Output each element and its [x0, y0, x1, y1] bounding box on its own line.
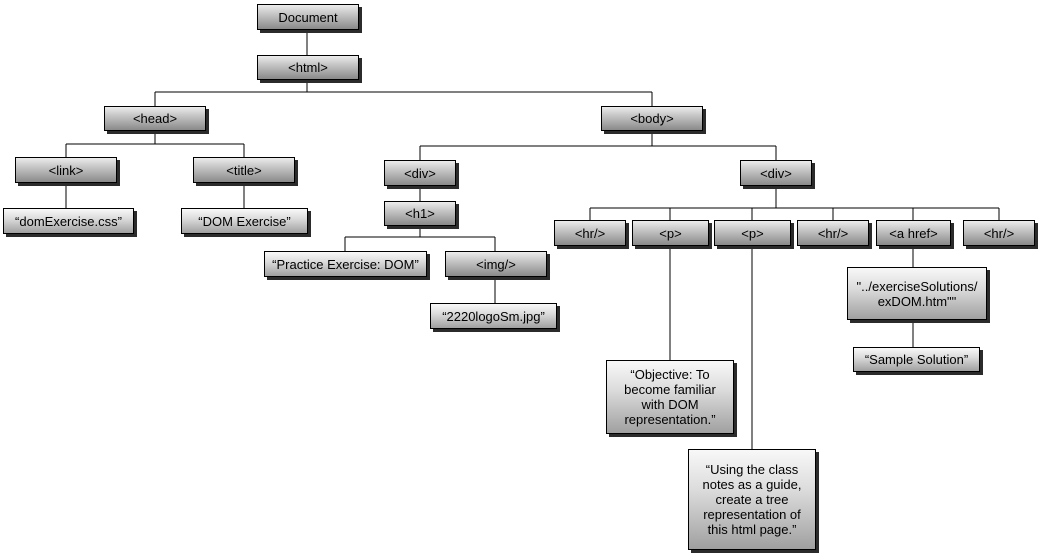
- node-h1: <h1>: [384, 201, 456, 226]
- text-node-p-2: “Using the class notes as a guide, creat…: [688, 449, 816, 550]
- node-title: <title>: [193, 157, 295, 183]
- node-link: <link>: [15, 157, 117, 183]
- node-p-2: <p>: [714, 220, 791, 246]
- node-a-href: <a href>: [876, 220, 951, 246]
- text-node-img: “2220logoSm.jpg”: [430, 303, 557, 329]
- node-hr-2: <hr/>: [797, 220, 869, 246]
- text-node-h1: “Practice Exercise: DOM”: [264, 251, 427, 277]
- node-html: <html>: [257, 55, 359, 80]
- text-node-p-1: “Objective: To become familiar with DOM …: [606, 360, 734, 434]
- text-node-a: “Sample Solution”: [853, 347, 980, 372]
- text-node-a-href: "../exerciseSolutions/ exDOM.htm"": [847, 267, 987, 320]
- text-node-title: “DOM Exercise”: [181, 208, 308, 234]
- node-div-1: <div>: [384, 160, 456, 186]
- node-document: Document: [257, 4, 359, 30]
- node-div-2: <div>: [740, 160, 812, 186]
- node-head: <head>: [104, 106, 206, 131]
- node-body: <body>: [601, 106, 703, 131]
- text-node-link: “domExercise.css”: [3, 208, 134, 234]
- node-p-1: <p>: [632, 220, 709, 246]
- node-hr-3: <hr/>: [963, 220, 1035, 246]
- node-hr-1: <hr/>: [554, 220, 626, 246]
- node-img: <img/>: [445, 251, 547, 277]
